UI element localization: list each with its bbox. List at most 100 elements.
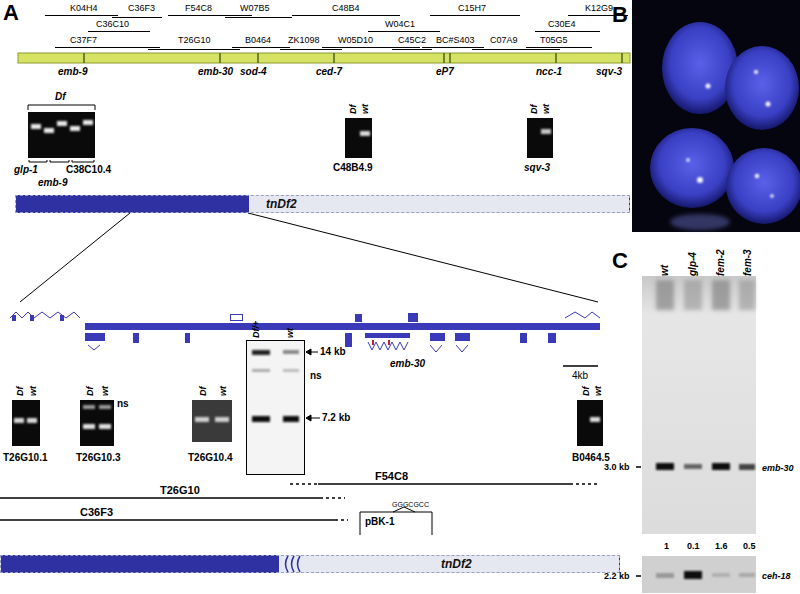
pcr-gel bbox=[99, 405, 111, 409]
embryo-image bbox=[706, 84, 711, 89]
figure-label: T26G10.1 bbox=[3, 452, 47, 464]
gel-group-bracket bbox=[28, 105, 95, 110]
clone-lines bbox=[225, 17, 292, 18]
gel-group-bracket bbox=[50, 160, 69, 162]
northern-blot bbox=[712, 573, 730, 577]
figure-label: T26G10 bbox=[160, 484, 200, 496]
scale-bar bbox=[563, 365, 598, 367]
clone-lines bbox=[45, 15, 118, 16]
figure-label: emb-9 bbox=[38, 177, 67, 189]
genetic-map-bar bbox=[449, 53, 451, 63]
pcr-gel bbox=[541, 129, 551, 134]
pcr-gel bbox=[215, 417, 229, 422]
northern-blot bbox=[656, 463, 755, 470]
northern-blot bbox=[636, 575, 641, 577]
northern-blot bbox=[656, 280, 674, 310]
lane-label: wt bbox=[27, 386, 39, 396]
genetic-map-bar bbox=[555, 53, 557, 63]
clone-lines bbox=[360, 512, 432, 535]
deletion-band: tnDf2 bbox=[0, 555, 620, 573]
figure-label: 0.5 bbox=[743, 540, 756, 552]
figure-label: Df bbox=[55, 91, 66, 103]
genetic-map-bar bbox=[443, 53, 445, 63]
northern-blot bbox=[739, 573, 755, 577]
southern-blot bbox=[283, 416, 299, 422]
break-symbol bbox=[298, 556, 301, 572]
genetic-map-bar bbox=[219, 53, 221, 63]
figure-label: K12G9 bbox=[585, 2, 613, 14]
figure-label: F54C8 bbox=[185, 2, 212, 14]
pcr-gel bbox=[360, 131, 370, 136]
lane-label: wt bbox=[217, 386, 229, 396]
northern-blot bbox=[642, 556, 756, 593]
genetic-map-bar bbox=[257, 53, 259, 63]
southern-blot bbox=[252, 416, 270, 422]
figure-label: C37F7 bbox=[70, 34, 97, 46]
lane-label: wt bbox=[99, 386, 111, 396]
pcr-gel bbox=[14, 418, 24, 423]
figure-label: W07B5 bbox=[240, 2, 270, 14]
figure-label: eP7 bbox=[436, 66, 454, 78]
southern-blot bbox=[252, 369, 270, 372]
southern-blot bbox=[306, 349, 320, 421]
pcr-gel bbox=[83, 424, 95, 429]
figure-label: ns bbox=[310, 370, 322, 382]
figure-label: T05G5 bbox=[540, 34, 568, 46]
panel-letter: A bbox=[3, 0, 19, 26]
northern-blot bbox=[636, 466, 641, 468]
gel-group-bracket bbox=[28, 105, 95, 162]
clone-lines bbox=[280, 49, 342, 50]
clone-lines bbox=[55, 47, 160, 48]
clone-lines bbox=[368, 31, 440, 32]
pcr-gel bbox=[345, 118, 372, 158]
figure-label: 2.2 kb bbox=[604, 570, 630, 582]
embryo-image bbox=[632, 0, 800, 232]
gene-model bbox=[520, 333, 527, 343]
embryo-image bbox=[650, 128, 734, 208]
pcr-gel bbox=[57, 121, 67, 126]
embryo-image bbox=[755, 174, 759, 178]
southern-blot bbox=[252, 350, 270, 355]
embryo-image bbox=[754, 70, 758, 74]
clone-lines bbox=[535, 31, 600, 32]
gene-model bbox=[565, 312, 600, 318]
clone-lines bbox=[320, 497, 345, 499]
pcr-gel bbox=[192, 400, 232, 442]
pcr-gel bbox=[99, 424, 111, 429]
gene-model bbox=[355, 314, 362, 322]
genetic-map-bar bbox=[18, 53, 630, 63]
pcr-gel bbox=[590, 417, 600, 422]
genetic-map-bar bbox=[333, 53, 335, 63]
lane-label: Df bbox=[84, 387, 96, 397]
gene-model bbox=[365, 333, 410, 338]
figure-label: sqv-3 bbox=[524, 162, 550, 174]
figure-label: 1.6 bbox=[715, 540, 728, 552]
northern-blot bbox=[656, 571, 755, 579]
gene-model bbox=[408, 313, 418, 322]
figure-label: T26G10.4 bbox=[188, 452, 232, 464]
figure-label: C07A9 bbox=[490, 34, 518, 46]
clone-lines bbox=[88, 31, 150, 32]
southern-blot bbox=[247, 341, 305, 475]
figure-label: C36F3 bbox=[128, 2, 155, 14]
gene-model bbox=[12, 315, 16, 321]
figure-label: sod-4 bbox=[240, 66, 267, 78]
gene-model bbox=[388, 340, 390, 345]
clone-lines bbox=[318, 483, 570, 485]
gene-model bbox=[60, 315, 64, 321]
northern-blot bbox=[739, 280, 755, 310]
clone-lines bbox=[422, 47, 484, 48]
figure-label: C48B4 bbox=[332, 2, 360, 14]
band-label: tnDf2 bbox=[266, 197, 297, 211]
break-symbol bbox=[286, 556, 289, 572]
lane-label: wt bbox=[592, 386, 604, 396]
lane-label: wt bbox=[359, 104, 371, 114]
figure-label: K04H4 bbox=[70, 2, 98, 14]
lane-label: Df bbox=[347, 105, 359, 115]
gene-model bbox=[133, 333, 139, 343]
figure-label: 1 bbox=[664, 540, 669, 552]
figure-label: emb-30 bbox=[762, 462, 794, 474]
genetic-map-bar bbox=[84, 53, 622, 63]
lane-label: fem-3 bbox=[742, 249, 754, 276]
